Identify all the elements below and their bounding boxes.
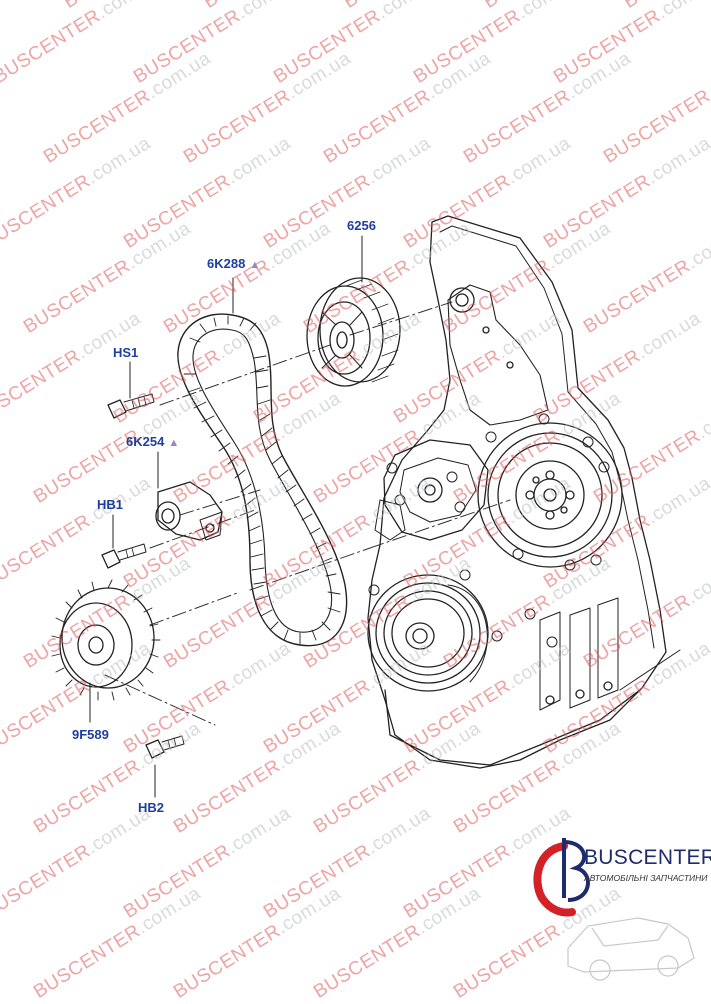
engine-front-cover [367, 215, 667, 769]
crankshaft-sprocket [51, 579, 161, 701]
camshaft-pulley [306, 277, 401, 387]
callout-6k254: 6K254▲ [126, 434, 180, 449]
logo-subtitle: АВТОМОБІЛЬНІ ЗАПЧАСТИНИ [584, 873, 708, 883]
crankshaft-pulley [367, 574, 489, 692]
callout-6k288: 6K288▲ [207, 256, 261, 271]
buscenter-logo [533, 838, 695, 981]
alignment-lines [104, 301, 511, 726]
callout-hb1: HB1 [97, 497, 124, 512]
triangle-icon: ▲ [249, 259, 261, 271]
callout-hb2: HB2 [138, 800, 165, 815]
timing-belt [177, 313, 348, 647]
callout-6256: 6256 [347, 218, 376, 233]
car-outline-icon [567, 917, 695, 981]
water-pump-pulley [477, 422, 623, 568]
triangle-icon: ▲ [168, 437, 180, 449]
bolt-hb1 [101, 543, 147, 569]
bolt-hb2 [145, 735, 185, 759]
tensioner-pulley [155, 481, 223, 541]
vacuum-pump-housing [374, 439, 489, 541]
callout-9f589: 9F589 [72, 727, 109, 742]
logo-title: BUSCENTER [584, 846, 711, 869]
engine-block-lower [384, 597, 681, 766]
callout-hs1: HS1 [113, 345, 139, 360]
bolt-hs1 [107, 393, 155, 419]
leader-lines [89, 235, 363, 798]
